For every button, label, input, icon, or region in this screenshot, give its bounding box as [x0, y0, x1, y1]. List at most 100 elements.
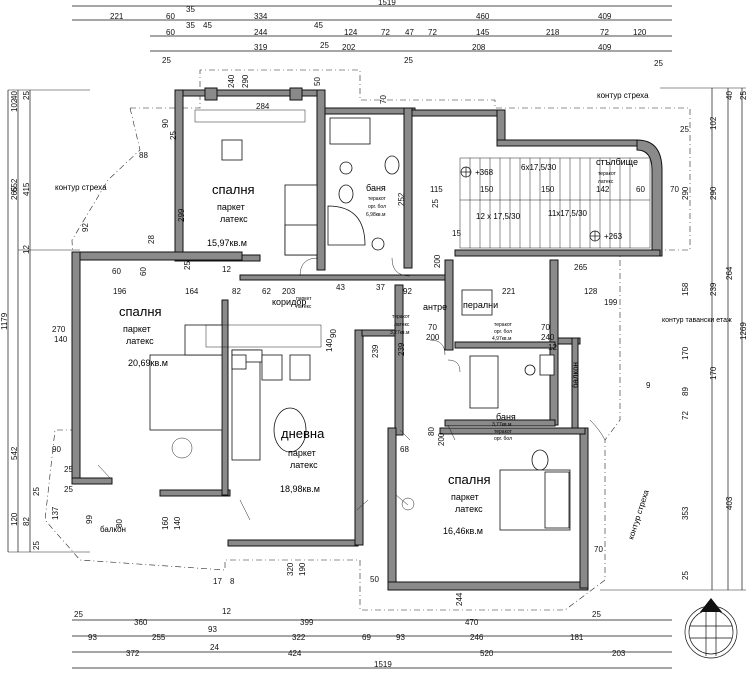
svg-text:17: 17 [213, 577, 222, 586]
svg-text:контур стреха: контур стреха [626, 488, 651, 540]
svg-text:25: 25 [74, 610, 83, 619]
svg-text:221: 221 [502, 287, 516, 296]
room-entry: антре теракот латекс 3,27кв.м [390, 302, 447, 336]
dim-total-top: 1519 [378, 0, 396, 7]
svg-text:69: 69 [362, 633, 371, 642]
svg-text:200: 200 [433, 254, 442, 268]
svg-text:124: 124 [344, 28, 358, 37]
svg-text:теракот: теракот [494, 429, 512, 435]
svg-text:37: 37 [376, 283, 385, 292]
svg-text:35: 35 [186, 21, 195, 30]
svg-text:антре: антре [423, 302, 447, 312]
svg-text:88: 88 [139, 151, 148, 160]
svg-text:72: 72 [428, 28, 437, 37]
svg-text:70: 70 [379, 95, 388, 104]
svg-text:120: 120 [10, 512, 19, 526]
svg-text:6x17,5/30: 6x17,5/30 [521, 163, 557, 172]
svg-text:140: 140 [54, 335, 68, 344]
svg-text:200: 200 [437, 432, 446, 446]
svg-text:120: 120 [633, 28, 647, 37]
svg-text:40: 40 [725, 91, 734, 100]
svg-text:50: 50 [313, 77, 322, 86]
svg-text:320: 320 [286, 562, 295, 576]
svg-text:6,98кв.м: 6,98кв.м [366, 212, 386, 218]
svg-text:перални: перални [463, 300, 498, 310]
svg-text:137: 137 [51, 506, 60, 520]
svg-text:145: 145 [476, 28, 490, 37]
svg-text:45: 45 [203, 21, 212, 30]
svg-text:460: 460 [476, 12, 490, 21]
svg-text:208: 208 [472, 43, 486, 52]
svg-text:140: 140 [173, 516, 182, 530]
svg-text:299: 299 [177, 208, 186, 222]
svg-text:контур стреха: контур стреха [597, 91, 649, 100]
svg-text:470: 470 [465, 618, 479, 627]
svg-text:стълбище: стълбище [596, 157, 638, 167]
svg-text:202: 202 [342, 43, 356, 52]
svg-text:239: 239 [397, 342, 406, 356]
svg-text:90: 90 [52, 445, 61, 454]
svg-text:60: 60 [112, 267, 121, 276]
svg-text:128: 128 [584, 287, 598, 296]
svg-text:орг. бол: орг. бол [368, 204, 386, 210]
svg-text:652: 652 [10, 178, 19, 192]
svg-text:72: 72 [681, 411, 690, 420]
room-bath-top: баня теракот орг. бол 6,98кв.м [366, 183, 386, 218]
svg-text:баня: баня [496, 412, 516, 422]
svg-text:16,46кв.м: 16,46кв.м [443, 526, 483, 536]
svg-text:93: 93 [88, 633, 97, 642]
svg-text:баня: баня [366, 183, 386, 193]
svg-text:контур таванcки етаж: контур таванcки етаж [662, 317, 732, 324]
svg-text:170: 170 [709, 366, 718, 380]
svg-text:221: 221 [110, 12, 124, 21]
svg-text:орг. бол: орг. бол [494, 436, 512, 442]
svg-text:252: 252 [397, 192, 406, 206]
svg-text:4,97кв.м: 4,97кв.м [492, 336, 512, 342]
svg-text:9: 9 [646, 381, 651, 390]
svg-text:11x17,5/30: 11x17,5/30 [548, 209, 588, 218]
right-dimensions: 1269 264 403 102 290 290 239 158 170 89 … [600, 87, 748, 591]
svg-text:25: 25 [654, 59, 663, 68]
svg-text:218: 218 [546, 28, 560, 37]
svg-text:12 x 17,5/30: 12 x 17,5/30 [476, 212, 521, 221]
svg-text:+263: +263 [604, 232, 623, 241]
svg-text:коридор: коридор [272, 297, 306, 307]
svg-text:паркет: паркет [296, 296, 312, 302]
svg-text:319: 319 [254, 43, 268, 52]
top-dimensions: 1519 221 60 35 334 460 409 35 45 45 60 2… [72, 0, 689, 134]
svg-text:12: 12 [222, 265, 231, 274]
svg-text:90: 90 [161, 119, 170, 128]
svg-text:240: 240 [541, 333, 555, 342]
svg-text:196: 196 [113, 287, 127, 296]
left-dimensions: 1179 652 542 415 102 265 40 25 12 92 270… [0, 89, 94, 553]
svg-text:паркет: паркет [288, 448, 316, 458]
svg-text:240: 240 [227, 74, 236, 88]
svg-text:70: 70 [594, 545, 603, 554]
svg-text:244: 244 [254, 28, 268, 37]
svg-text:25: 25 [32, 541, 41, 550]
svg-text:181: 181 [570, 633, 584, 642]
svg-text:12: 12 [548, 343, 557, 352]
svg-text:45: 45 [314, 21, 323, 30]
svg-text:199: 199 [604, 298, 618, 307]
svg-text:290: 290 [681, 186, 690, 200]
svg-text:142: 142 [596, 185, 610, 194]
dim-total-bottom: 1519 [374, 660, 392, 669]
svg-text:200: 200 [426, 333, 440, 342]
svg-text:3,77кв.м: 3,77кв.м [492, 422, 512, 428]
svg-text:балкон: балкон [100, 525, 126, 534]
svg-text:62: 62 [262, 287, 271, 296]
svg-text:89: 89 [681, 387, 690, 396]
svg-text:70: 70 [428, 323, 437, 332]
svg-text:дневна: дневна [281, 426, 325, 441]
svg-text:190: 190 [298, 562, 307, 576]
svg-text:40: 40 [10, 91, 19, 100]
svg-text:12: 12 [222, 607, 231, 616]
svg-text:18,98кв.м: 18,98кв.м [280, 484, 320, 494]
svg-text:403: 403 [725, 496, 734, 510]
svg-text:290: 290 [709, 186, 718, 200]
svg-text:99: 99 [85, 515, 94, 524]
svg-text:409: 409 [598, 12, 612, 21]
svg-text:265: 265 [10, 186, 19, 200]
svg-text:239: 239 [709, 282, 718, 296]
